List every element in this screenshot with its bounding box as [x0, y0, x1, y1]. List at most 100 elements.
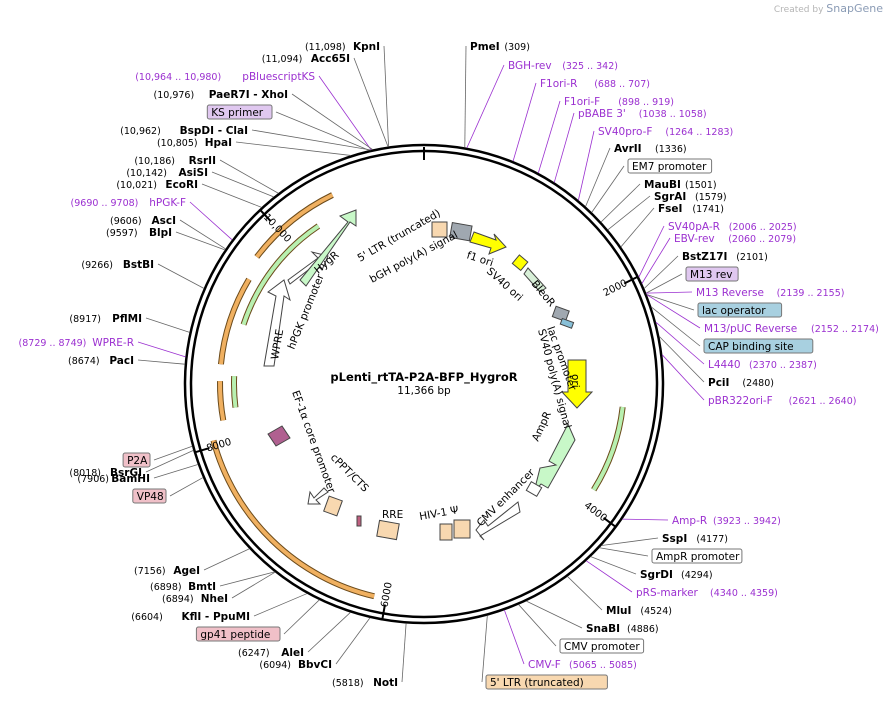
right-site-label[interactable]: PmeI(309): [470, 41, 530, 53]
f1-ori-feature[interactable]: [469, 231, 507, 255]
left-site-label[interactable]: AgeI(7156): [134, 565, 200, 577]
right-site-label[interactable]: CAP binding site: [703, 338, 814, 354]
tick-label: 10,000: [261, 212, 293, 245]
left-site-label[interactable]: BamHI(7906): [77, 473, 150, 485]
feature-arc[interactable]: [592, 406, 625, 491]
p2a-feature[interactable]: [267, 425, 291, 447]
right-site-label[interactable]: pBABE 3'(1038 .. 1058): [578, 108, 707, 120]
left-site-label[interactable]: AleI(6247): [238, 647, 304, 659]
right-site-label[interactable]: AvrII(1336): [614, 143, 687, 155]
right-site-label[interactable]: 5' LTR (truncated): [485, 674, 608, 690]
site-position: (10,964 .. 10,980): [135, 72, 221, 83]
feature-arc[interactable]: [211, 440, 375, 599]
ampr-feature[interactable]: [533, 422, 576, 493]
leader-line: [504, 609, 525, 665]
left-site-label[interactable]: BsrGI(8018): [69, 467, 142, 479]
rre-feature[interactable]: [376, 519, 400, 541]
right-site-label[interactable]: F1ori-R(688 .. 707): [540, 78, 650, 90]
right-site-label[interactable]: CMV-F(5065 .. 5085): [528, 659, 637, 671]
cppt-feature[interactable]: [323, 495, 343, 517]
left-site-label[interactable]: gp41 peptide: [195, 626, 281, 642]
ef1a-promoter-feature[interactable]: [307, 487, 329, 505]
left-site-label[interactable]: NotI(5818): [332, 677, 398, 689]
right-site-label[interactable]: lac operator: [697, 302, 783, 318]
right-site-label[interactable]: F1ori-F(898 .. 919): [564, 96, 674, 108]
right-site-label[interactable]: BGH-rev(325 .. 342): [508, 60, 618, 72]
feature-arc[interactable]: [218, 381, 226, 421]
right-site-label[interactable]: FseI(1741): [658, 203, 724, 215]
left-site-label[interactable]: HpaI(10,805): [157, 137, 232, 149]
leader-line: [481, 615, 488, 683]
left-site-label[interactable]: BlpI(9597): [106, 227, 172, 239]
left-site-label[interactable]: KS primer: [206, 104, 273, 120]
feature-arc[interactable]: [241, 224, 320, 326]
ori-feature[interactable]: [560, 359, 594, 409]
right-site-label[interactable]: MauBI(1501): [644, 179, 717, 191]
right-site-label[interactable]: M13 Reverse(2139 .. 2155): [696, 287, 844, 299]
feature-arc[interactable]: [218, 278, 251, 365]
leader-line: [607, 195, 651, 231]
right-site-label[interactable]: PciI(2480): [708, 377, 774, 389]
lac-operator-feature[interactable]: [559, 317, 575, 329]
feature-box: [685, 266, 739, 282]
right-site-label[interactable]: SV40pro-F(1264 .. 1283): [598, 126, 733, 138]
left-site-label[interactable]: BstBI(9266): [81, 259, 154, 271]
wpre-feature[interactable]: [263, 279, 291, 367]
left-site-label[interactable]: BbvCI(6094): [259, 659, 332, 671]
rre-small[interactable]: [356, 515, 362, 527]
sv40-polya-feature[interactable]: [551, 305, 570, 323]
left-site-label[interactable]: RsrII(10,186): [134, 155, 216, 167]
right-site-label[interactable]: L4440(2370 .. 2387): [708, 359, 817, 371]
left-site-label[interactable]: WPRE-R(8729 .. 8749): [19, 337, 134, 349]
right-site-label[interactable]: SspI(4177): [662, 533, 728, 545]
bleor-feature[interactable]: [523, 267, 547, 293]
right-site-label[interactable]: AmpR promoter: [651, 548, 743, 564]
left-site-label[interactable]: KpnI(11,098): [305, 41, 380, 53]
right-site-label[interactable]: MluI(4524): [606, 605, 672, 617]
right-site-label[interactable]: M13 rev: [685, 266, 739, 282]
site-position: (4886): [627, 624, 659, 635]
ltr-feature[interactable]: [431, 221, 448, 238]
left-site-label[interactable]: AsiSI(10,142): [126, 167, 208, 179]
left-site-label[interactable]: EcoRI(10,021): [116, 179, 198, 191]
right-site-label[interactable]: SnaBI(4886): [586, 623, 659, 635]
left-site-label[interactable]: PacI(8674): [68, 355, 134, 367]
right-site-label[interactable]: SgrAI(1579): [654, 191, 727, 203]
leader-line: [645, 273, 683, 294]
right-site-label[interactable]: pRS-marker(4340 .. 4359): [636, 587, 778, 599]
right-site-label[interactable]: BstZ17I(2101): [682, 251, 768, 263]
ampr-promoter-feature[interactable]: [525, 480, 543, 498]
left-site-label[interactable]: VP48: [132, 488, 167, 504]
hygr-feature[interactable]: [299, 209, 357, 287]
right-site-label[interactable]: EBV-rev(2060 .. 2079): [674, 233, 796, 245]
left-site-label[interactable]: AscI(9606): [110, 215, 176, 227]
left-site-label[interactable]: PflMI(8917): [69, 313, 142, 325]
left-site-label[interactable]: NheI(6894): [162, 593, 228, 605]
feature-arc[interactable]: [255, 193, 334, 259]
right-site-label[interactable]: Amp-R(3923 .. 3942): [672, 515, 781, 527]
right-site-label[interactable]: M13/pUC Reverse(2152 .. 2174): [704, 323, 879, 335]
left-site-label[interactable]: pBluescriptKS(10,964 .. 10,980): [135, 71, 315, 83]
leader-line: [335, 617, 371, 665]
feature-arc[interactable]: [232, 375, 238, 408]
feature-box-label: lac operator: [702, 305, 766, 317]
right-site-label[interactable]: SgrDI(4294): [640, 569, 713, 581]
hiv-psi-feature[interactable]: [453, 519, 471, 539]
feature-label: WPRE: [269, 328, 286, 360]
left-site-label[interactable]: BspDI - ClaI(10,962): [120, 125, 248, 137]
left-site-label[interactable]: KflI - PpuMI(6604): [131, 611, 250, 623]
right-site-label[interactable]: pBR322ori-F(2621 .. 2640): [708, 395, 856, 407]
right-site-label[interactable]: CMV promoter: [559, 638, 645, 654]
left-site-label[interactable]: Acc65I(11,094): [262, 53, 350, 65]
right-site-label[interactable]: EM7 promoter: [627, 158, 713, 174]
cmv-enhancer-feature[interactable]: [475, 501, 521, 541]
left-site-label[interactable]: hPGK-F(9690 .. 9708): [71, 197, 186, 209]
bgh-polya-feature[interactable]: [449, 221, 473, 242]
left-site-label[interactable]: BmtI(6898): [150, 581, 216, 593]
sv40-ori-feature[interactable]: [511, 254, 529, 272]
left-site-label[interactable]: P2A: [122, 452, 151, 468]
right-site-label[interactable]: SV40pA-R(2006 .. 2025): [668, 221, 797, 233]
hiv-psi-feature-2[interactable]: [439, 523, 453, 541]
site-name: KflI - PpuMI: [181, 611, 250, 623]
left-site-label[interactable]: PaeR7I - XhoI(10,976): [154, 89, 288, 101]
